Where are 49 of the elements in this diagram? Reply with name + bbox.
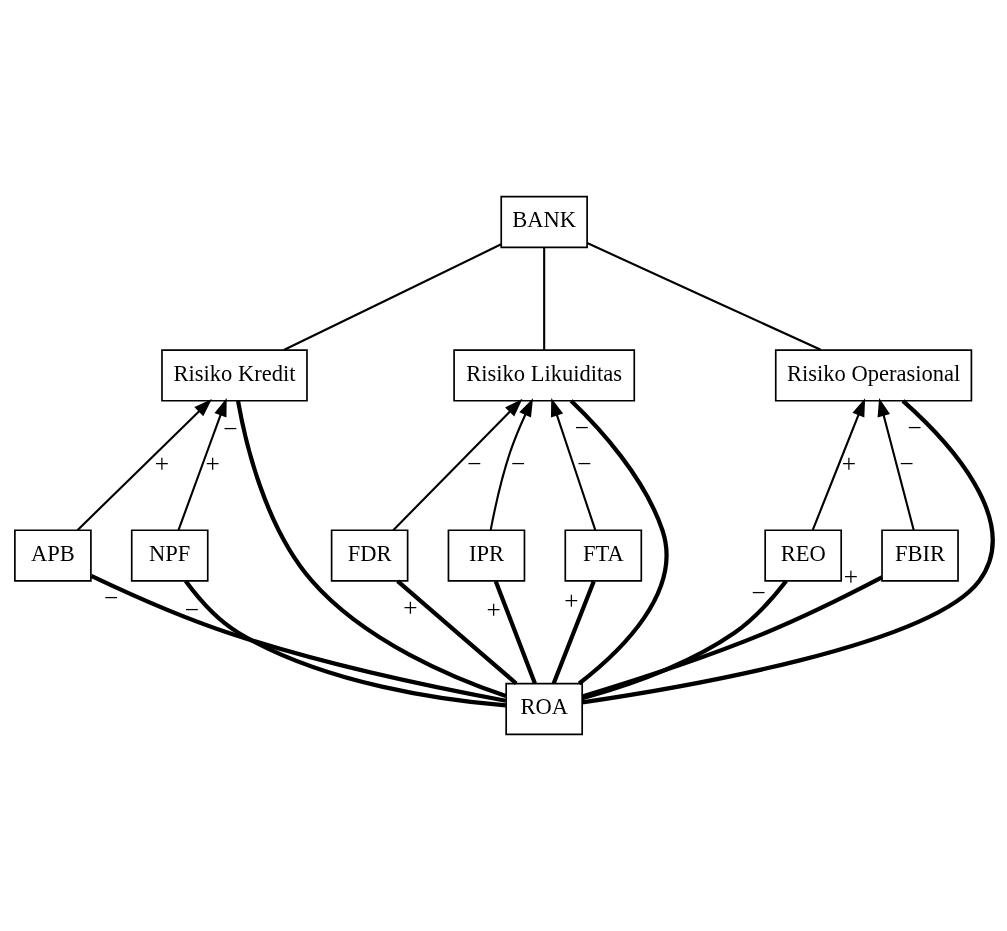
edge-label: + [485,595,501,624]
node-box: FDR [330,529,408,582]
edge-label: − [750,578,766,607]
arrow [76,398,212,531]
edge-label: + [843,562,858,590]
node-box: Risiko Kredit [160,349,308,402]
node-box: APB [13,529,92,582]
edge-label: + [563,585,579,614]
node-box: Risiko Operasional [774,349,972,402]
connector [569,399,668,686]
edge-label: − [184,594,199,623]
edge-label: − [222,414,238,443]
connector [89,574,506,703]
connector [395,579,518,686]
connector [581,399,994,705]
arrow [392,398,522,531]
node-box: BANK [499,195,588,249]
connector [581,575,883,699]
edge-label: − [907,412,922,441]
node-box: FBIR [880,529,959,582]
connector [183,579,506,708]
edge-label: − [576,448,591,477]
edge-label: − [574,412,589,441]
arrow [550,398,596,531]
node-box: ROA [504,682,583,736]
edge-label: + [841,448,856,477]
arrow [177,398,227,531]
edge-label: − [510,448,525,477]
connector [493,580,537,685]
arrow [811,398,865,531]
arrow [877,398,915,531]
connector [586,242,821,351]
node-box: IPR [447,529,525,582]
edge-label: − [103,582,118,611]
node-box: REO [763,529,842,582]
edge-label: + [154,448,169,477]
connector [542,247,545,350]
arrow [489,398,533,531]
node-box: FTA [563,529,642,582]
edge-label: + [205,448,220,477]
node-box: Risiko Likuiditas [452,349,635,402]
edge-label: + [402,592,418,621]
connector [581,579,788,701]
edge-label: − [899,448,914,477]
node-box: NPF [130,529,209,582]
connector [551,580,596,685]
connector [235,400,507,699]
connector [282,243,502,351]
edge-label: − [466,448,482,477]
